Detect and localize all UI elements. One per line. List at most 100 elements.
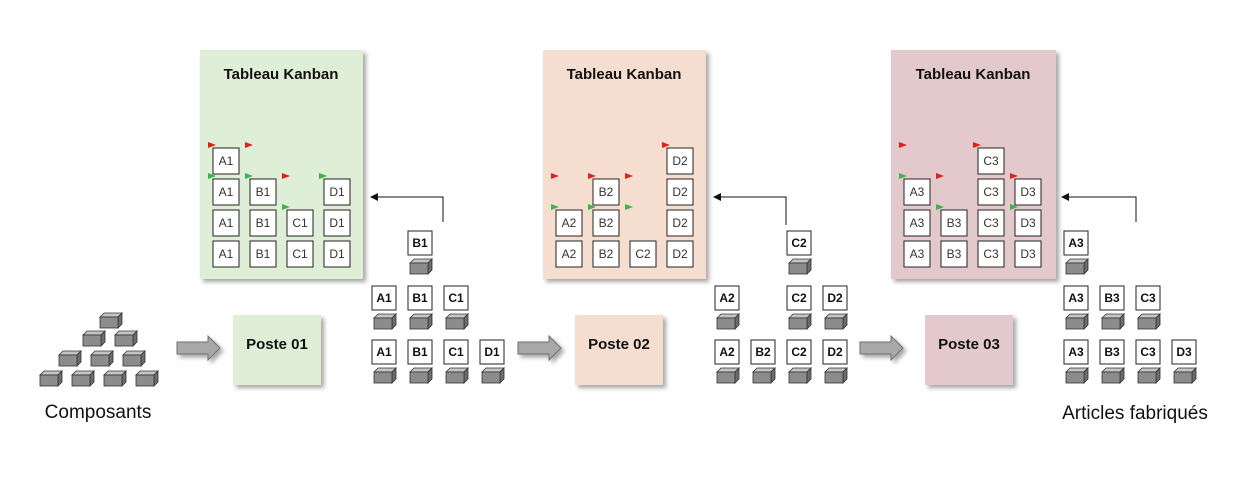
component-box-icon	[114, 330, 138, 347]
kanban-card: B1	[249, 178, 277, 206]
kanban-card: C2	[629, 240, 657, 268]
kanban-card-frame	[903, 178, 931, 206]
kanban-tag-label: A2	[719, 291, 735, 305]
kanban-card-label: A1	[219, 216, 234, 230]
red-flag-icon	[282, 173, 290, 179]
component-box-icon	[788, 258, 812, 275]
kanban-card-frame	[323, 209, 351, 237]
kanban-card: C3	[977, 147, 1005, 175]
red-flag-icon	[936, 173, 944, 179]
kanban-card-label: D2	[672, 216, 688, 230]
kanban-tag-frame	[443, 285, 469, 311]
kanban-card-label: C3	[983, 247, 999, 261]
kanban-card: A1	[212, 147, 240, 175]
kanban-tag-frame	[750, 339, 776, 365]
kanban-card-frame	[666, 209, 694, 237]
kanban-tag: A3	[1063, 230, 1089, 256]
kanban-card-label: B3	[947, 216, 962, 230]
kanban-tag-frame	[371, 339, 397, 365]
kanban-tag-label: B3	[1104, 345, 1120, 359]
kanban-card: A3	[903, 240, 931, 268]
return-line	[374, 196, 444, 222]
kanban-tag-label: B1	[412, 236, 428, 250]
kanban-tag-frame	[786, 285, 812, 311]
component-box-icon	[1065, 367, 1089, 384]
poste-background	[575, 315, 663, 385]
kanban-tag-frame	[1099, 285, 1125, 311]
kanban-card-frame	[212, 147, 240, 175]
kanban-tag: D1	[479, 339, 505, 365]
arrowhead-left-icon	[713, 193, 721, 201]
kanban-card-frame	[323, 240, 351, 268]
kanban-tag-label: C3	[1140, 291, 1156, 305]
kanban-card-label: D3	[1020, 216, 1036, 230]
green-flag-icon	[319, 173, 327, 179]
kanban-card-label: A3	[910, 185, 925, 199]
red-flag-icon	[208, 142, 216, 148]
kanban-tag-label: C3	[1140, 345, 1156, 359]
component-box-icon	[1101, 367, 1125, 384]
kanban-tag: C2	[786, 230, 812, 256]
kanban-card-frame	[666, 147, 694, 175]
kanban-tag-frame	[443, 339, 469, 365]
kanban-return-arrow-1	[370, 193, 444, 222]
kanban-card-label: D1	[329, 185, 345, 199]
kanban-tag: C2	[786, 285, 812, 311]
kanban-card-frame	[1014, 240, 1042, 268]
kanban-tag: B3	[1099, 285, 1125, 311]
kanban-card-frame	[977, 209, 1005, 237]
component-box-icon	[90, 350, 114, 367]
arrowhead-left-icon	[370, 193, 378, 201]
kanban-tag-label: D3	[1176, 345, 1192, 359]
kanban-tag-label: A3	[1068, 345, 1084, 359]
kanban-tag-frame	[479, 339, 505, 365]
component-box-icon	[99, 312, 123, 329]
kanban-card-label: A1	[219, 185, 234, 199]
kanban-tag: C3	[1135, 339, 1161, 365]
kanban-tag-label: A2	[719, 345, 735, 359]
kanban-card: D1	[323, 240, 351, 268]
poste-label: Poste 01	[246, 336, 308, 353]
arrowhead-left-icon	[1061, 193, 1069, 201]
kanban-card-label: B2	[599, 185, 614, 199]
kanban-card-label: D2	[672, 247, 688, 261]
kanban-card: B3	[940, 209, 968, 237]
kanban-card-frame	[286, 209, 314, 237]
red-flag-icon	[551, 173, 559, 179]
green-flag-icon	[899, 173, 907, 179]
kanban-card: D3	[1014, 209, 1042, 237]
kanban-tag-frame	[407, 230, 433, 256]
kanban-tag: A1	[371, 339, 397, 365]
kanban-card: B1	[249, 209, 277, 237]
flow-arrow-2	[517, 334, 562, 362]
component-box-icon	[1065, 313, 1089, 330]
kanban-card-frame	[977, 147, 1005, 175]
red-flag-icon	[899, 142, 907, 148]
kanban-card-frame	[249, 209, 277, 237]
kanban-card: A1	[212, 240, 240, 268]
kanban-tag: A2	[714, 285, 740, 311]
right-arrow-icon	[517, 334, 562, 362]
kanban-tag-label: C1	[448, 291, 464, 305]
kanban-tag: D3	[1171, 339, 1197, 365]
kanban-card: B1	[249, 240, 277, 268]
kanban-card-frame	[249, 178, 277, 206]
kanban-tag: B1	[407, 285, 433, 311]
kanban-tag: C1	[443, 285, 469, 311]
red-flag-icon	[973, 142, 981, 148]
kanban-card-label: D2	[672, 154, 688, 168]
kanban-card-frame	[977, 240, 1005, 268]
kanban-card: D2	[666, 240, 694, 268]
kanban-card-frame	[940, 209, 968, 237]
kanban-card-label: C3	[983, 216, 999, 230]
output-caption: Articles fabriqués	[1062, 403, 1208, 424]
kanban-card-frame	[212, 240, 240, 268]
green-flag-icon	[245, 173, 253, 179]
kanban-card: D2	[666, 147, 694, 175]
kanban-tag-label: C1	[448, 345, 464, 359]
kanban-tag-frame	[371, 285, 397, 311]
red-flag-icon	[662, 142, 670, 148]
kanban-card-label: D1	[329, 216, 345, 230]
